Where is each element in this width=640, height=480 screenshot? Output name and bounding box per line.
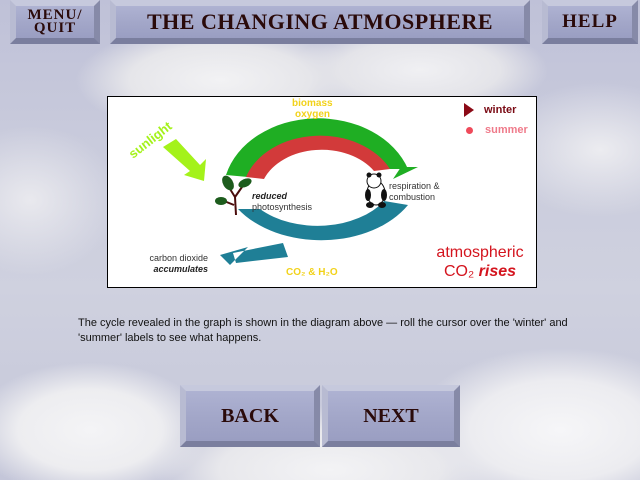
co2-rises-label: atmospheric CO₂ rises [426, 243, 534, 281]
next-button[interactable]: NEXT [322, 385, 460, 447]
panda-icon [365, 172, 387, 208]
sunlight-label: sunlight [126, 118, 176, 161]
co2-text: CO₂ [443, 263, 475, 280]
summer-label: summer [485, 124, 528, 136]
biomass-arc [226, 118, 408, 177]
triangle-right-icon [464, 103, 474, 117]
back-button[interactable]: BACK [180, 385, 320, 447]
cycle-graphic: sunlight [126, 118, 418, 265]
atmospheric-text: atmospheric [436, 244, 524, 261]
back-label: BACK [221, 404, 279, 427]
plant-icon [215, 175, 252, 216]
co2-h2o-label: CO₂ & H₂O [286, 267, 338, 278]
co2-arc [238, 201, 408, 241]
menu-label-line2: QUIT [33, 20, 77, 36]
instruction-caption: The cycle revealed in the graph is shown… [78, 317, 568, 344]
photosynthesis-label: reduced photosynthesis [252, 191, 312, 213]
page-title: THE CHANGING ATMOSPHERE [110, 0, 530, 44]
top-arc-arrowhead [393, 167, 418, 179]
rises-text: rises [478, 263, 517, 280]
co2-accumulates-label: carbon dioxide accumulates [138, 253, 208, 275]
biomass-label: biomass [292, 98, 333, 109]
oxygen-arc [246, 135, 390, 179]
carbon-cycle-diagram: sunlight biomass oxygen reduced photosyn… [107, 96, 537, 288]
co2-outflow-arrow [220, 243, 288, 265]
page-title-text: THE CHANGING ATMOSPHERE [146, 9, 494, 34]
menu-label-line1: MENU/ [27, 7, 83, 23]
carbon-dioxide-text: carbon dioxide [149, 253, 208, 263]
legend-winter[interactable]: winter [464, 103, 516, 117]
help-label: HELP [562, 11, 618, 32]
respiration-label: respiration & combustion [389, 181, 440, 203]
dot-icon [466, 126, 473, 134]
next-label: NEXT [363, 404, 419, 427]
combustion-text: combustion [389, 192, 436, 202]
reduced-label: reduced [252, 191, 288, 201]
menu-quit-button[interactable]: MENU/ QUIT [10, 0, 100, 44]
accumulates-text: accumulates [153, 264, 208, 274]
legend-summer[interactable]: summer [464, 124, 528, 136]
photosynthesis-text: photosynthesis [252, 202, 313, 212]
help-button[interactable]: HELP [542, 0, 638, 44]
winter-label: winter [484, 104, 517, 116]
respiration-text: respiration & [389, 181, 440, 191]
sunlight-arrow-icon [163, 139, 206, 181]
oxygen-label: oxygen [295, 109, 331, 120]
